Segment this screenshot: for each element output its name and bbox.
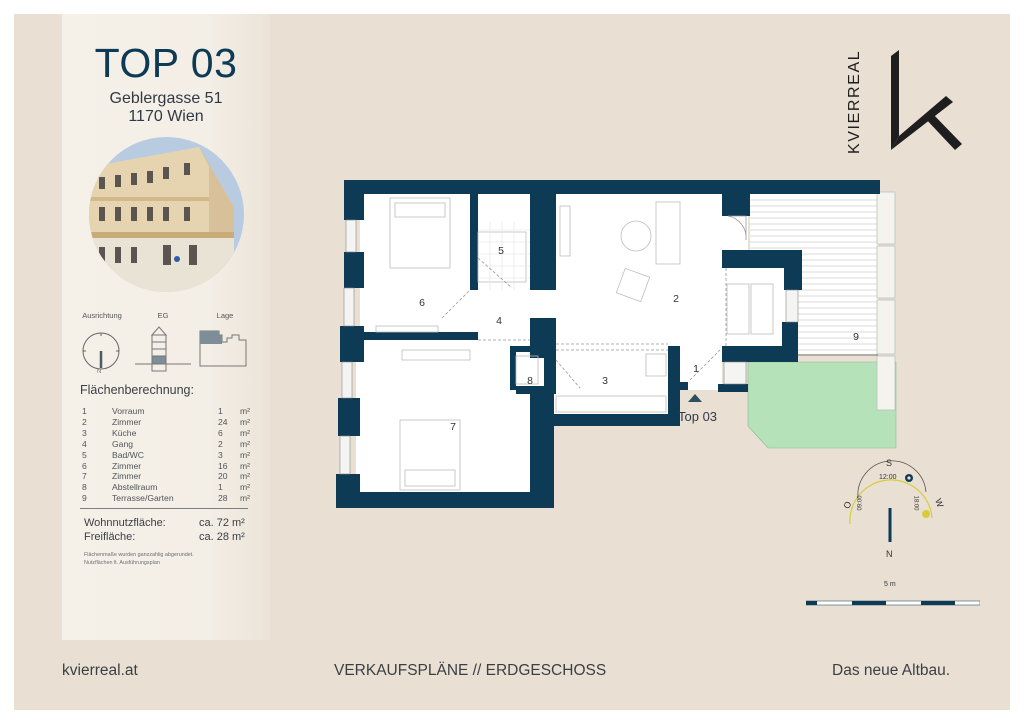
orientation-label: Ausrichtung [82,311,122,320]
compass-north: N [886,549,893,559]
orientation-north: N [97,369,102,375]
svg-text:7: 7 [450,421,456,433]
living-area-value: ca. 72 m² [199,517,245,529]
address-city: 1170 Wien [128,108,204,125]
area-calc-title: Flächenberechnung: [80,383,194,397]
scale-label: 5 m [884,581,896,588]
svg-text:KVIERREAL: KVIERREAL [846,51,863,154]
svg-text:3: 3 [602,375,608,387]
floor-label: EG [157,311,169,320]
svg-text:6: 6 [419,297,425,309]
living-area-label: Wohnnutzfläche: [84,517,166,529]
compass-noon: 12:00 [879,474,897,481]
outdoor-area-value: ca. 28 m² [199,531,245,543]
outdoor-area-label: Freifläche: [84,531,136,543]
footer-title: VERKAUFSPLÄNE // ERDGESCHOSS [334,662,607,679]
compass-south: S [886,458,893,468]
orientation-icon [80,330,124,379]
compass-evening: 18:00 [912,495,919,511]
footer-website[interactable]: kvierreal.at [62,662,138,679]
compass-morning: 09:00 [857,495,864,511]
floor-plan: 1 2 3 4 5 6 7 8 9 [334,176,914,521]
unit-title: TOP 03 [94,40,238,86]
brand-logo [888,48,966,157]
address-street: Geblergasse 51 [109,90,223,107]
svg-text:2: 2 [673,293,679,305]
position-label: Lage [216,311,234,320]
location-icon [199,330,251,375]
building-photo [89,137,244,292]
info-sidebar [62,14,270,640]
footer-tagline: Das neue Altbau. [832,662,951,679]
area-note: Flächenmaße wurden ganzzahlig abgerundet… [84,552,194,566]
svg-text:4: 4 [496,315,502,327]
floor-level-icon [135,325,191,378]
entrance-label: Top 03 [678,409,718,424]
divider [80,508,248,509]
compass [836,452,946,567]
svg-text:1: 1 [693,363,699,375]
svg-text:5: 5 [498,245,504,257]
brand-wordmark: KVIERREAL [842,50,864,155]
svg-text:9: 9 [853,331,859,343]
scale-bar [805,593,981,611]
svg-text:8: 8 [527,375,533,387]
